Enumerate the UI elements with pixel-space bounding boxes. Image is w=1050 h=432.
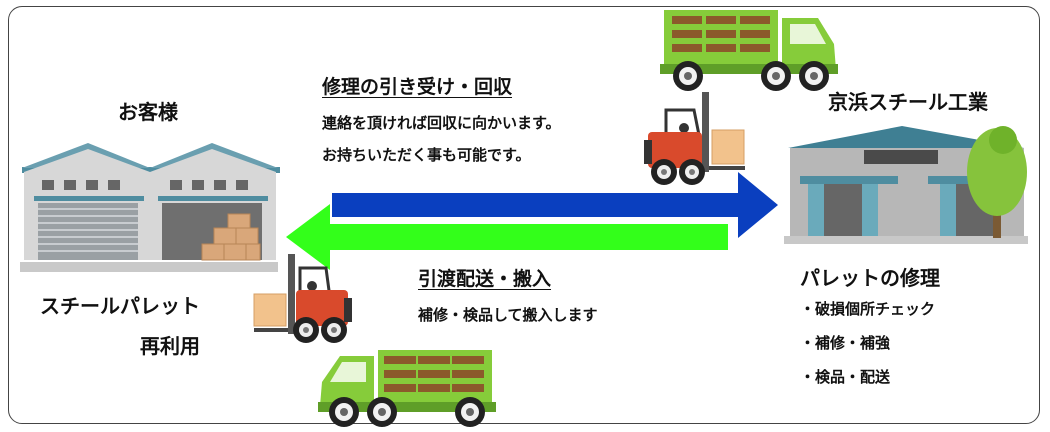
reuse-label-line2: 再利用 xyxy=(140,334,200,358)
delivery-heading: 引渡配送・搬入 xyxy=(418,268,552,290)
customer-warehouse-illustration xyxy=(20,143,280,272)
diagram-frame xyxy=(8,6,1040,424)
factory-title: 京浜スチール工業 xyxy=(828,90,988,114)
customer-title: お客様 xyxy=(118,100,178,124)
arrow-to-customer xyxy=(286,204,728,270)
truck-top-illustration xyxy=(660,10,838,91)
arrow-to-factory xyxy=(332,172,778,238)
forklift-bottom-illustration xyxy=(253,254,352,343)
truck-bottom-illustration xyxy=(318,350,496,427)
pickup-line2: お持ちいただく事も可能です。 xyxy=(322,146,531,164)
forklift-top-illustration xyxy=(644,92,745,185)
repair-item: ・検品・配送 xyxy=(800,368,891,386)
factory-building-illustration xyxy=(784,126,1028,244)
repair-item: ・破損個所チェック xyxy=(800,300,936,318)
reuse-label-line1: スチールパレット xyxy=(40,294,200,318)
pickup-line1: 連絡を頂ければ回収に向かいます。 xyxy=(322,114,561,132)
repair-heading: パレットの修理 xyxy=(800,266,940,290)
delivery-line1: 補修・検品して搬入します xyxy=(418,306,598,324)
pickup-heading: 修理の引き受け・回収 xyxy=(322,76,513,98)
repair-item: ・補修・補強 xyxy=(800,334,891,352)
